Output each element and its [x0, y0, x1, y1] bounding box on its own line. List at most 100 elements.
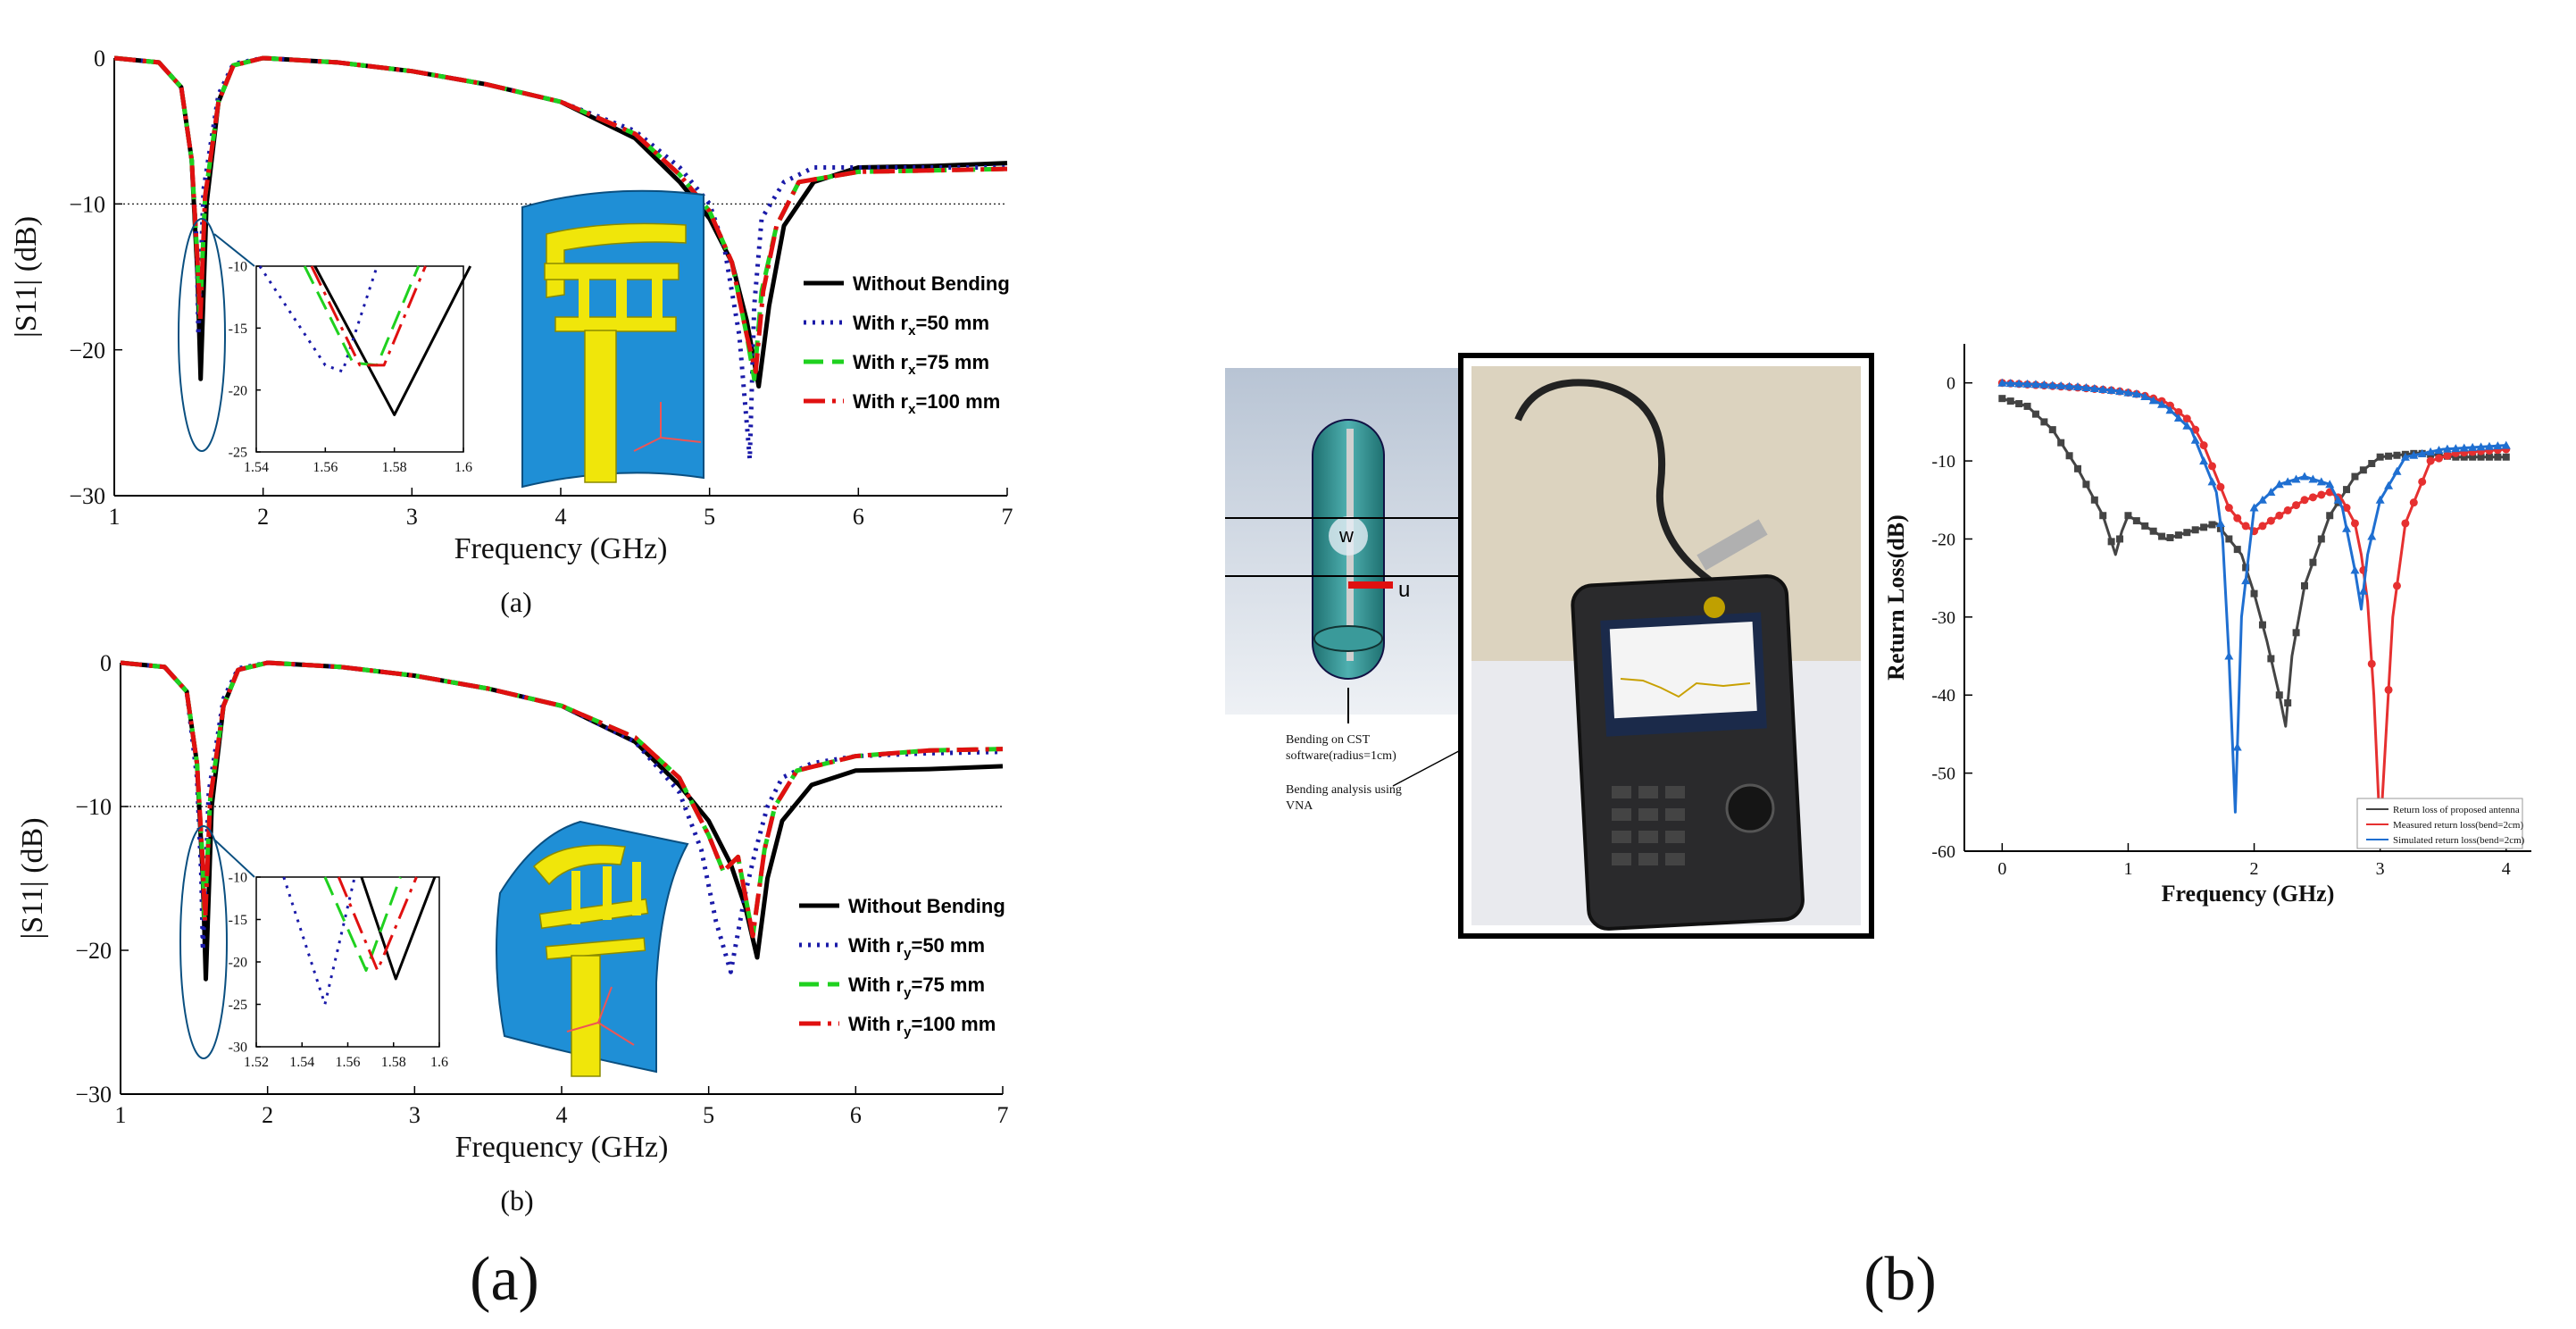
inset-frame — [255, 876, 440, 1048]
marker-square — [2141, 522, 2149, 530]
u-axis-label: u — [1398, 578, 1410, 602]
marker-square — [2284, 698, 2292, 706]
marker-triangle — [2098, 384, 2108, 393]
legend-label: With rx=75 mm — [853, 351, 989, 378]
marker-triangle — [2325, 480, 2335, 489]
y-tick-label: -25 — [229, 998, 247, 1013]
marker-triangle — [2442, 444, 2452, 453]
marker-square — [2242, 564, 2250, 572]
y-tick-label: -15 — [229, 322, 247, 337]
marker-square — [2082, 481, 2090, 489]
marker-square — [2183, 529, 2191, 537]
marker-square — [2502, 453, 2510, 461]
y-tick-label: −20 — [75, 938, 112, 964]
marker-triangle — [2468, 442, 2478, 451]
y-tick-label: -50 — [1931, 765, 1955, 784]
marker-square — [2368, 459, 2376, 467]
marker-square — [2351, 472, 2359, 481]
marker-triangle — [2283, 477, 2293, 486]
x-axis-label: Frequency (GHz) — [2162, 881, 2335, 907]
y-axis-label: Return Loss(dB) — [1883, 514, 1909, 681]
marker-triangle — [2005, 379, 2015, 388]
x-tick-label: 3 — [409, 1102, 421, 1128]
x-tick-label: 4 — [555, 504, 567, 530]
marker-square — [2174, 531, 2182, 539]
y-tick-label: 0 — [1947, 374, 1955, 394]
marker-square — [2132, 517, 2140, 525]
legend-label: With ry=100 mm — [848, 1013, 996, 1040]
marker-triangle — [2358, 586, 2368, 595]
zoom-highlight-ellipse — [178, 218, 226, 452]
marker-circle — [2208, 462, 2217, 471]
marker-triangle — [2081, 383, 2091, 392]
marker-circle — [2384, 685, 2393, 694]
y-tick-label: -15 — [229, 913, 247, 928]
x-tick-label: 1.58 — [381, 1055, 406, 1070]
cst-simulation-image: u w Bending on CST software(radius=1cm) … — [1225, 368, 1697, 813]
y-tick-label: −30 — [69, 483, 105, 509]
marker-triangle — [2106, 385, 2116, 394]
marker-triangle — [2064, 381, 2074, 390]
marker-triangle — [2501, 440, 2511, 449]
marker-square — [2469, 453, 2477, 461]
y-tick-label: -20 — [229, 956, 247, 971]
marker-circle — [2174, 407, 2183, 416]
x-tick-label: 7 — [1002, 504, 1013, 530]
marker-triangle — [2123, 388, 2133, 397]
x-tick-label: 0 — [1997, 859, 2006, 879]
marker-triangle — [2165, 405, 2175, 414]
marker-square — [2116, 535, 2124, 543]
marker-square — [2166, 534, 2174, 542]
marker-triangle — [2459, 443, 2469, 452]
marker-square — [2200, 523, 2208, 531]
y-tick-label: -60 — [1931, 842, 1955, 862]
legend-label: Measured return loss(bend=2cm) — [2393, 820, 2523, 831]
y-tick-label: −30 — [75, 1082, 112, 1108]
marker-circle — [2401, 519, 2410, 528]
marker-square — [2485, 453, 2493, 461]
marker-triangle — [2400, 452, 2410, 461]
marker-square — [2074, 464, 2081, 472]
marker-square — [2040, 418, 2048, 426]
marker-triangle — [2089, 384, 2099, 393]
y-tick-label: 0 — [100, 650, 112, 676]
x-tick-label: 3 — [406, 504, 418, 530]
marker-triangle — [2115, 387, 2125, 396]
panel-caption: (a) — [500, 586, 532, 618]
marker-square — [2359, 466, 2367, 474]
marker-square — [2258, 621, 2266, 629]
marker-triangle — [2367, 531, 2377, 540]
marker-triangle — [2157, 399, 2167, 408]
legend-label: Without Bending — [853, 272, 1010, 295]
x-tick-label: 1 — [115, 1102, 127, 1128]
x-tick-label: 5 — [704, 504, 715, 530]
caption-right: (b) — [1863, 1245, 1937, 1314]
marker-triangle — [2039, 380, 2049, 389]
marker-square — [2250, 589, 2258, 598]
marker-triangle — [2417, 448, 2427, 457]
marker-circle — [2233, 514, 2242, 522]
y-tick-label: -20 — [229, 383, 247, 398]
x-tick-label: 6 — [853, 504, 864, 530]
marker-triangle — [2224, 651, 2234, 660]
marker-circle — [2292, 501, 2301, 510]
marker-triangle — [2241, 576, 2251, 585]
marker-triangle — [1997, 378, 2007, 387]
legend-label: With ry=50 mm — [848, 934, 985, 961]
x-tick-label: 3 — [2376, 859, 2385, 879]
marker-triangle — [2266, 488, 2276, 497]
marker-square — [2477, 453, 2485, 461]
y-axis-label: |S11| (dB) — [16, 817, 49, 939]
marker-square — [2065, 452, 2073, 460]
marker-square — [2309, 558, 2317, 566]
marker-triangle — [2308, 474, 2318, 483]
marker-triangle — [2333, 495, 2343, 504]
zoom-arrow — [213, 839, 255, 878]
marker-triangle — [2350, 565, 2360, 574]
legend-label: With rx=50 mm — [853, 312, 989, 339]
zoom-arrow — [213, 233, 255, 267]
marker-triangle — [2316, 477, 2326, 486]
y-tick-label: -40 — [1931, 686, 1955, 706]
caption-left: (a) — [470, 1245, 539, 1314]
